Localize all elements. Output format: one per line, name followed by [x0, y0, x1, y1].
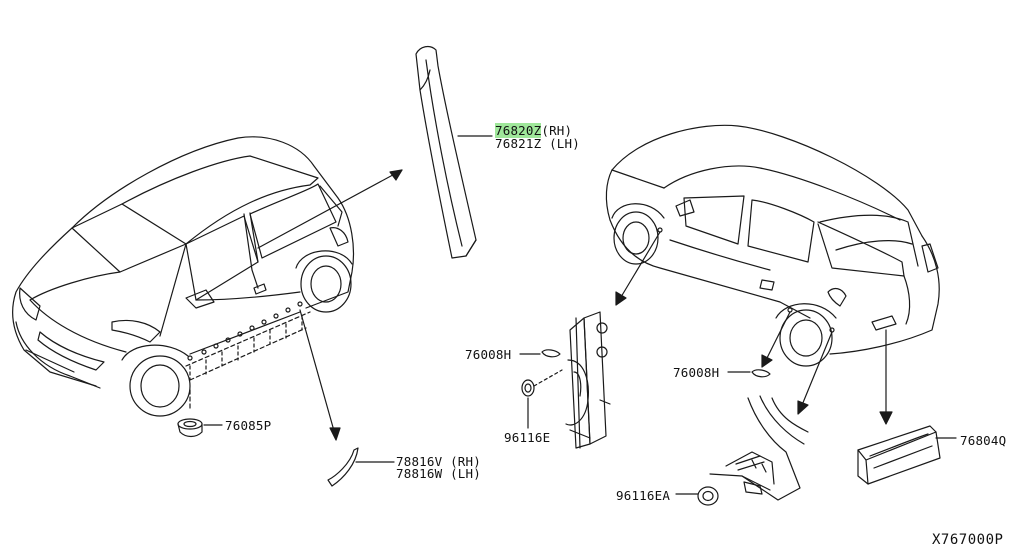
arrow-to-center-panel [615, 231, 661, 306]
label-pillar-rh-side: (RH) [541, 123, 573, 138]
grommet-part [177, 418, 223, 438]
seal-part-right [675, 486, 719, 506]
rear-trim-part [857, 425, 957, 485]
arrow-to-plug-right [761, 311, 791, 368]
wheelhouse-detail [709, 395, 809, 501]
label-pillar-rh: 76820Z(RH) [495, 123, 573, 138]
label-molding-rh: 78816V (RH) [396, 454, 481, 469]
arrow-to-wheelhouse [797, 331, 833, 415]
center-panel-detail [565, 311, 611, 449]
label-molding-lh: 78816W (LH) [396, 466, 481, 481]
plug-part-center [519, 349, 561, 358]
arrow-to-rear-trim [879, 329, 893, 425]
rear-car-illustration [605, 124, 940, 367]
label-grommet: 76085P [225, 418, 272, 433]
arrow-to-molding [299, 309, 341, 441]
side-molding-part [327, 447, 395, 487]
arrow-to-pillar [257, 169, 403, 249]
label-pillar-lh: 76821Z (LH) [495, 136, 580, 151]
label-seal-right: 96116EA [616, 488, 671, 503]
label-plug-center: 76008H [465, 347, 512, 362]
pillar-trim-part [415, 45, 493, 259]
label-seal-center: 96116E [504, 430, 551, 445]
front-car-illustration [12, 136, 355, 417]
seal-part-center [521, 369, 563, 429]
label-rear-trim: 76804Q [960, 433, 1007, 448]
label-pillar-rh-number: 76820Z [495, 123, 542, 138]
plug-part-right [727, 369, 771, 378]
clip-points [187, 301, 303, 361]
diagram-code: X767000P [932, 532, 1004, 548]
label-plug-right: 76008H [673, 365, 720, 380]
